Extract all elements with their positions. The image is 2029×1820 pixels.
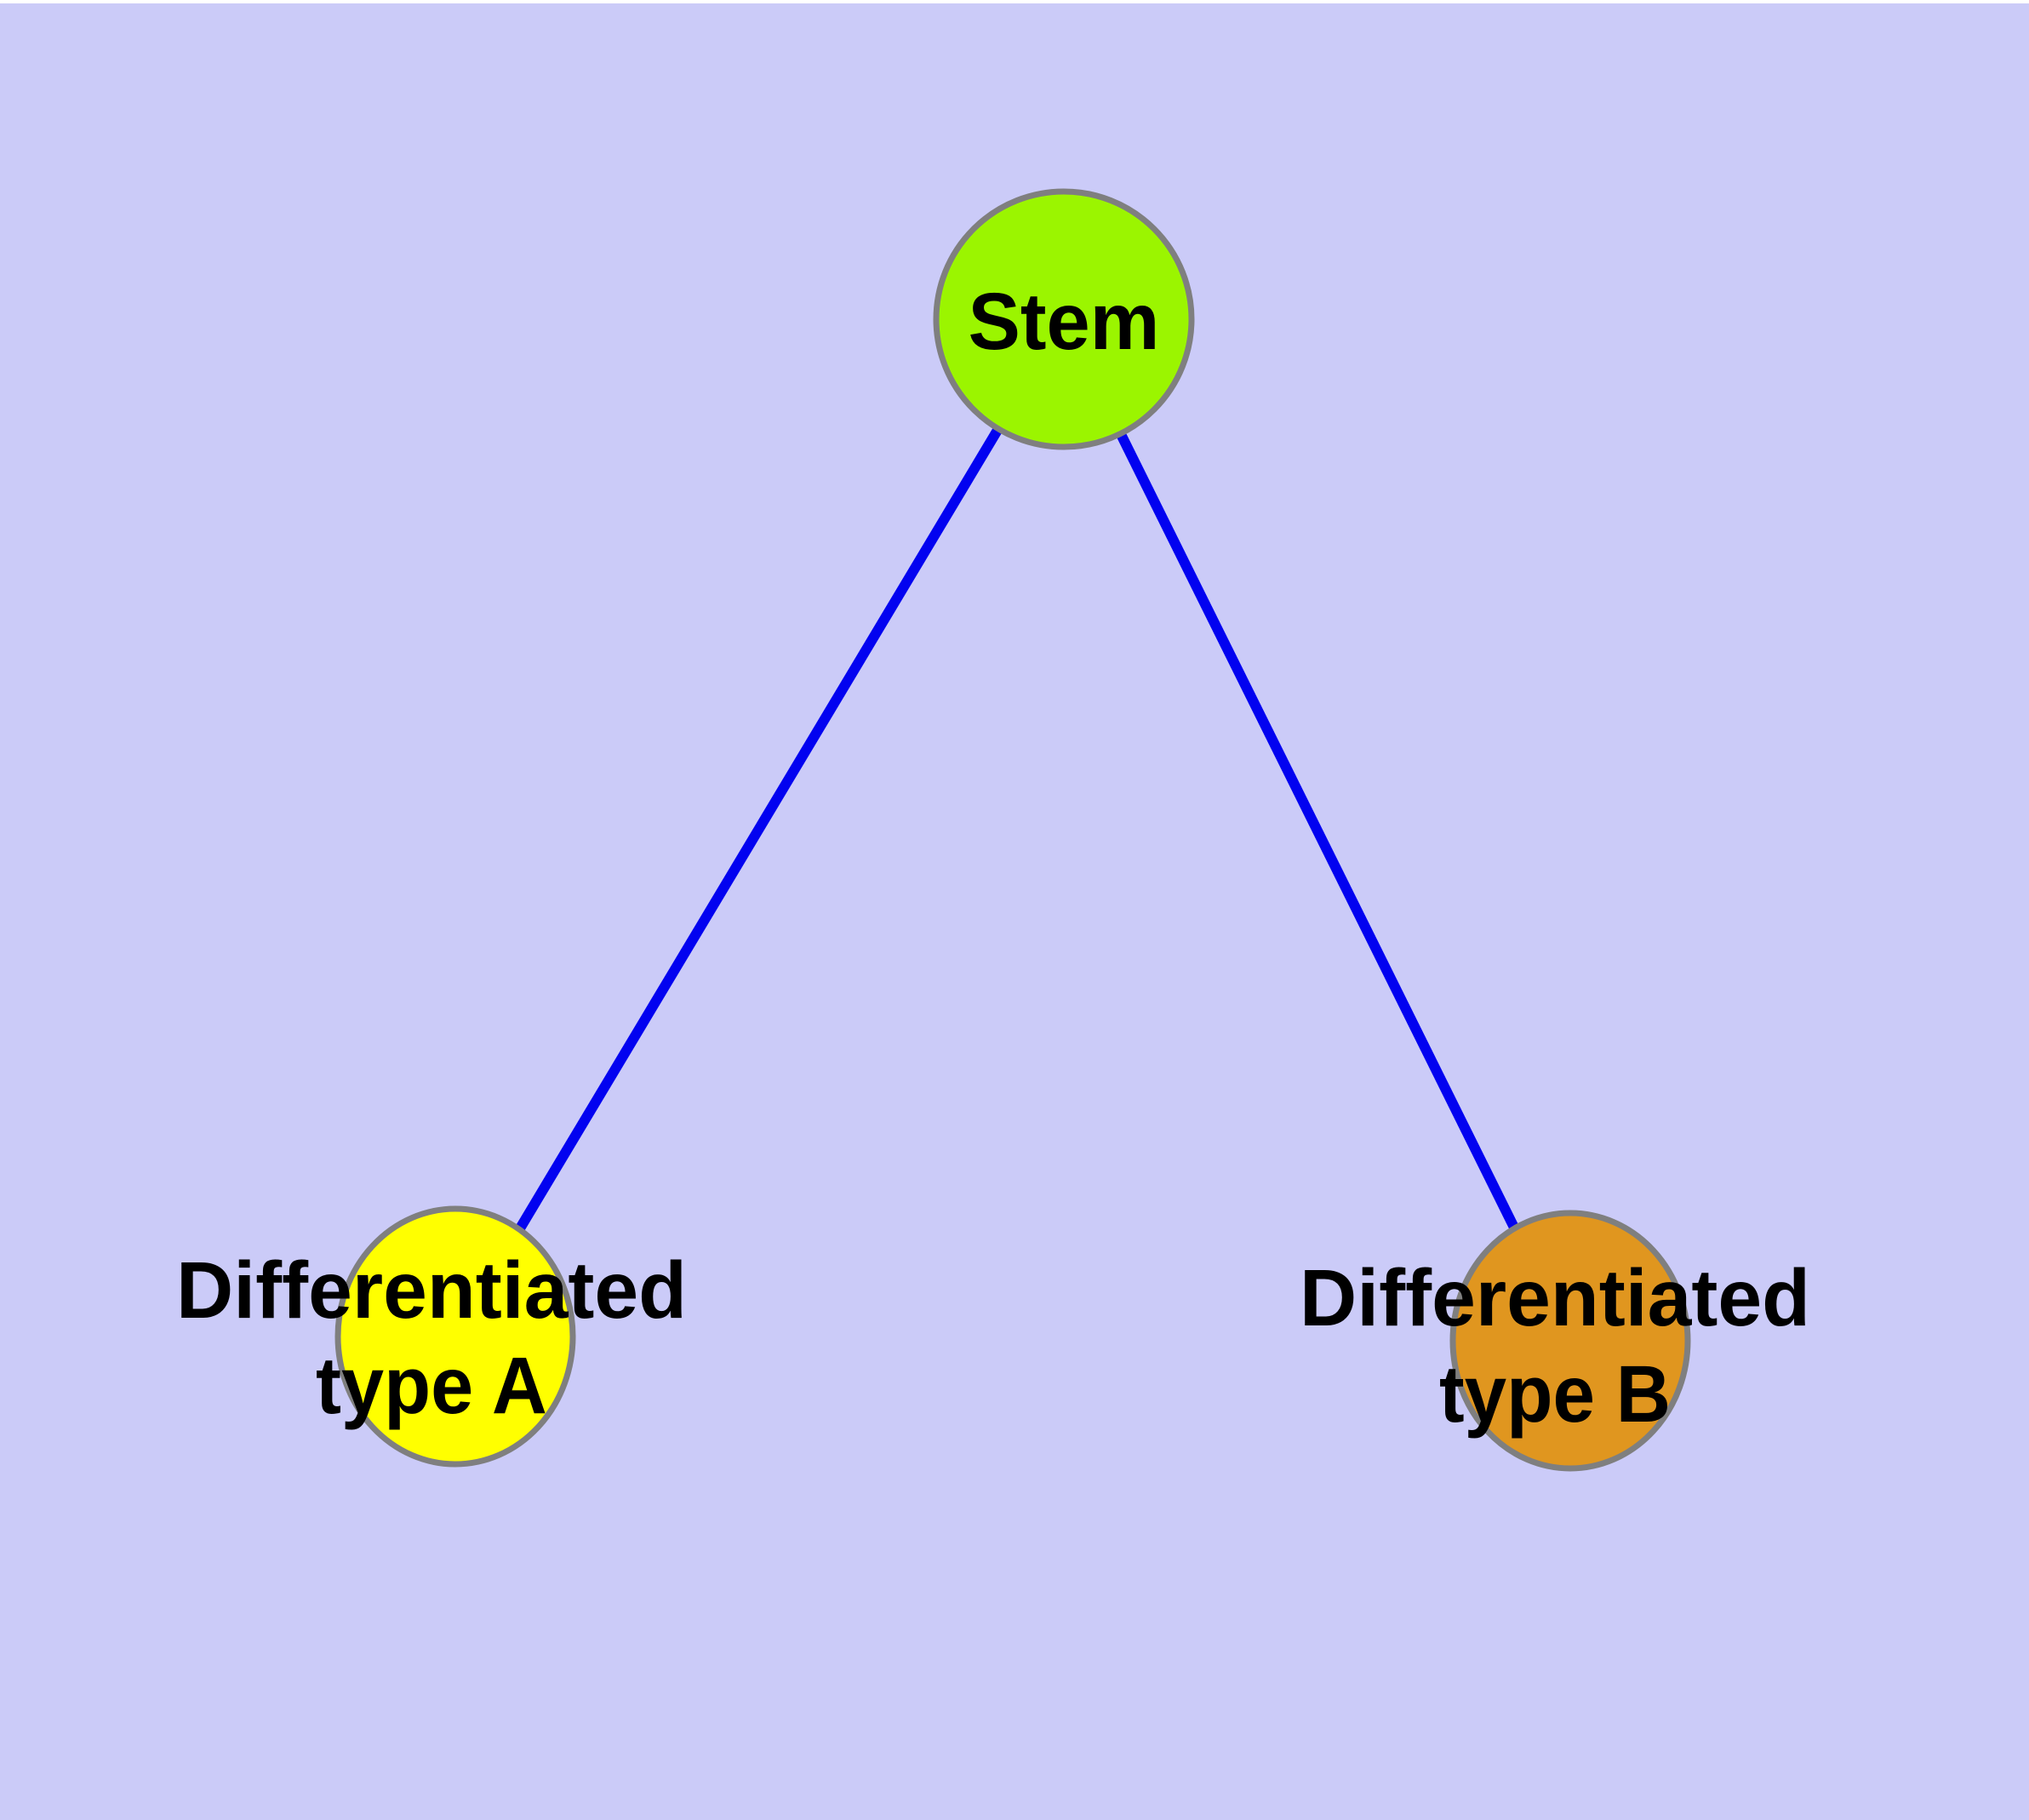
type-b-label-line2: type B bbox=[1439, 1349, 1671, 1439]
stem-node-label: Stem bbox=[969, 277, 1160, 367]
edge-stem-to-type-b bbox=[1059, 317, 1575, 1343]
type-b-node bbox=[1449, 1210, 1691, 1472]
type-a-label-line1: Differentiated bbox=[176, 1245, 687, 1336]
top-edge-strip bbox=[0, 0, 2029, 3]
stem-node bbox=[933, 188, 1195, 450]
type-a-label-line2: type A bbox=[316, 1341, 547, 1431]
edge-stem-to-type-a bbox=[450, 316, 1069, 1340]
type-a-node bbox=[334, 1205, 576, 1468]
type-b-label-line1: Differentiated bbox=[1300, 1253, 1810, 1343]
